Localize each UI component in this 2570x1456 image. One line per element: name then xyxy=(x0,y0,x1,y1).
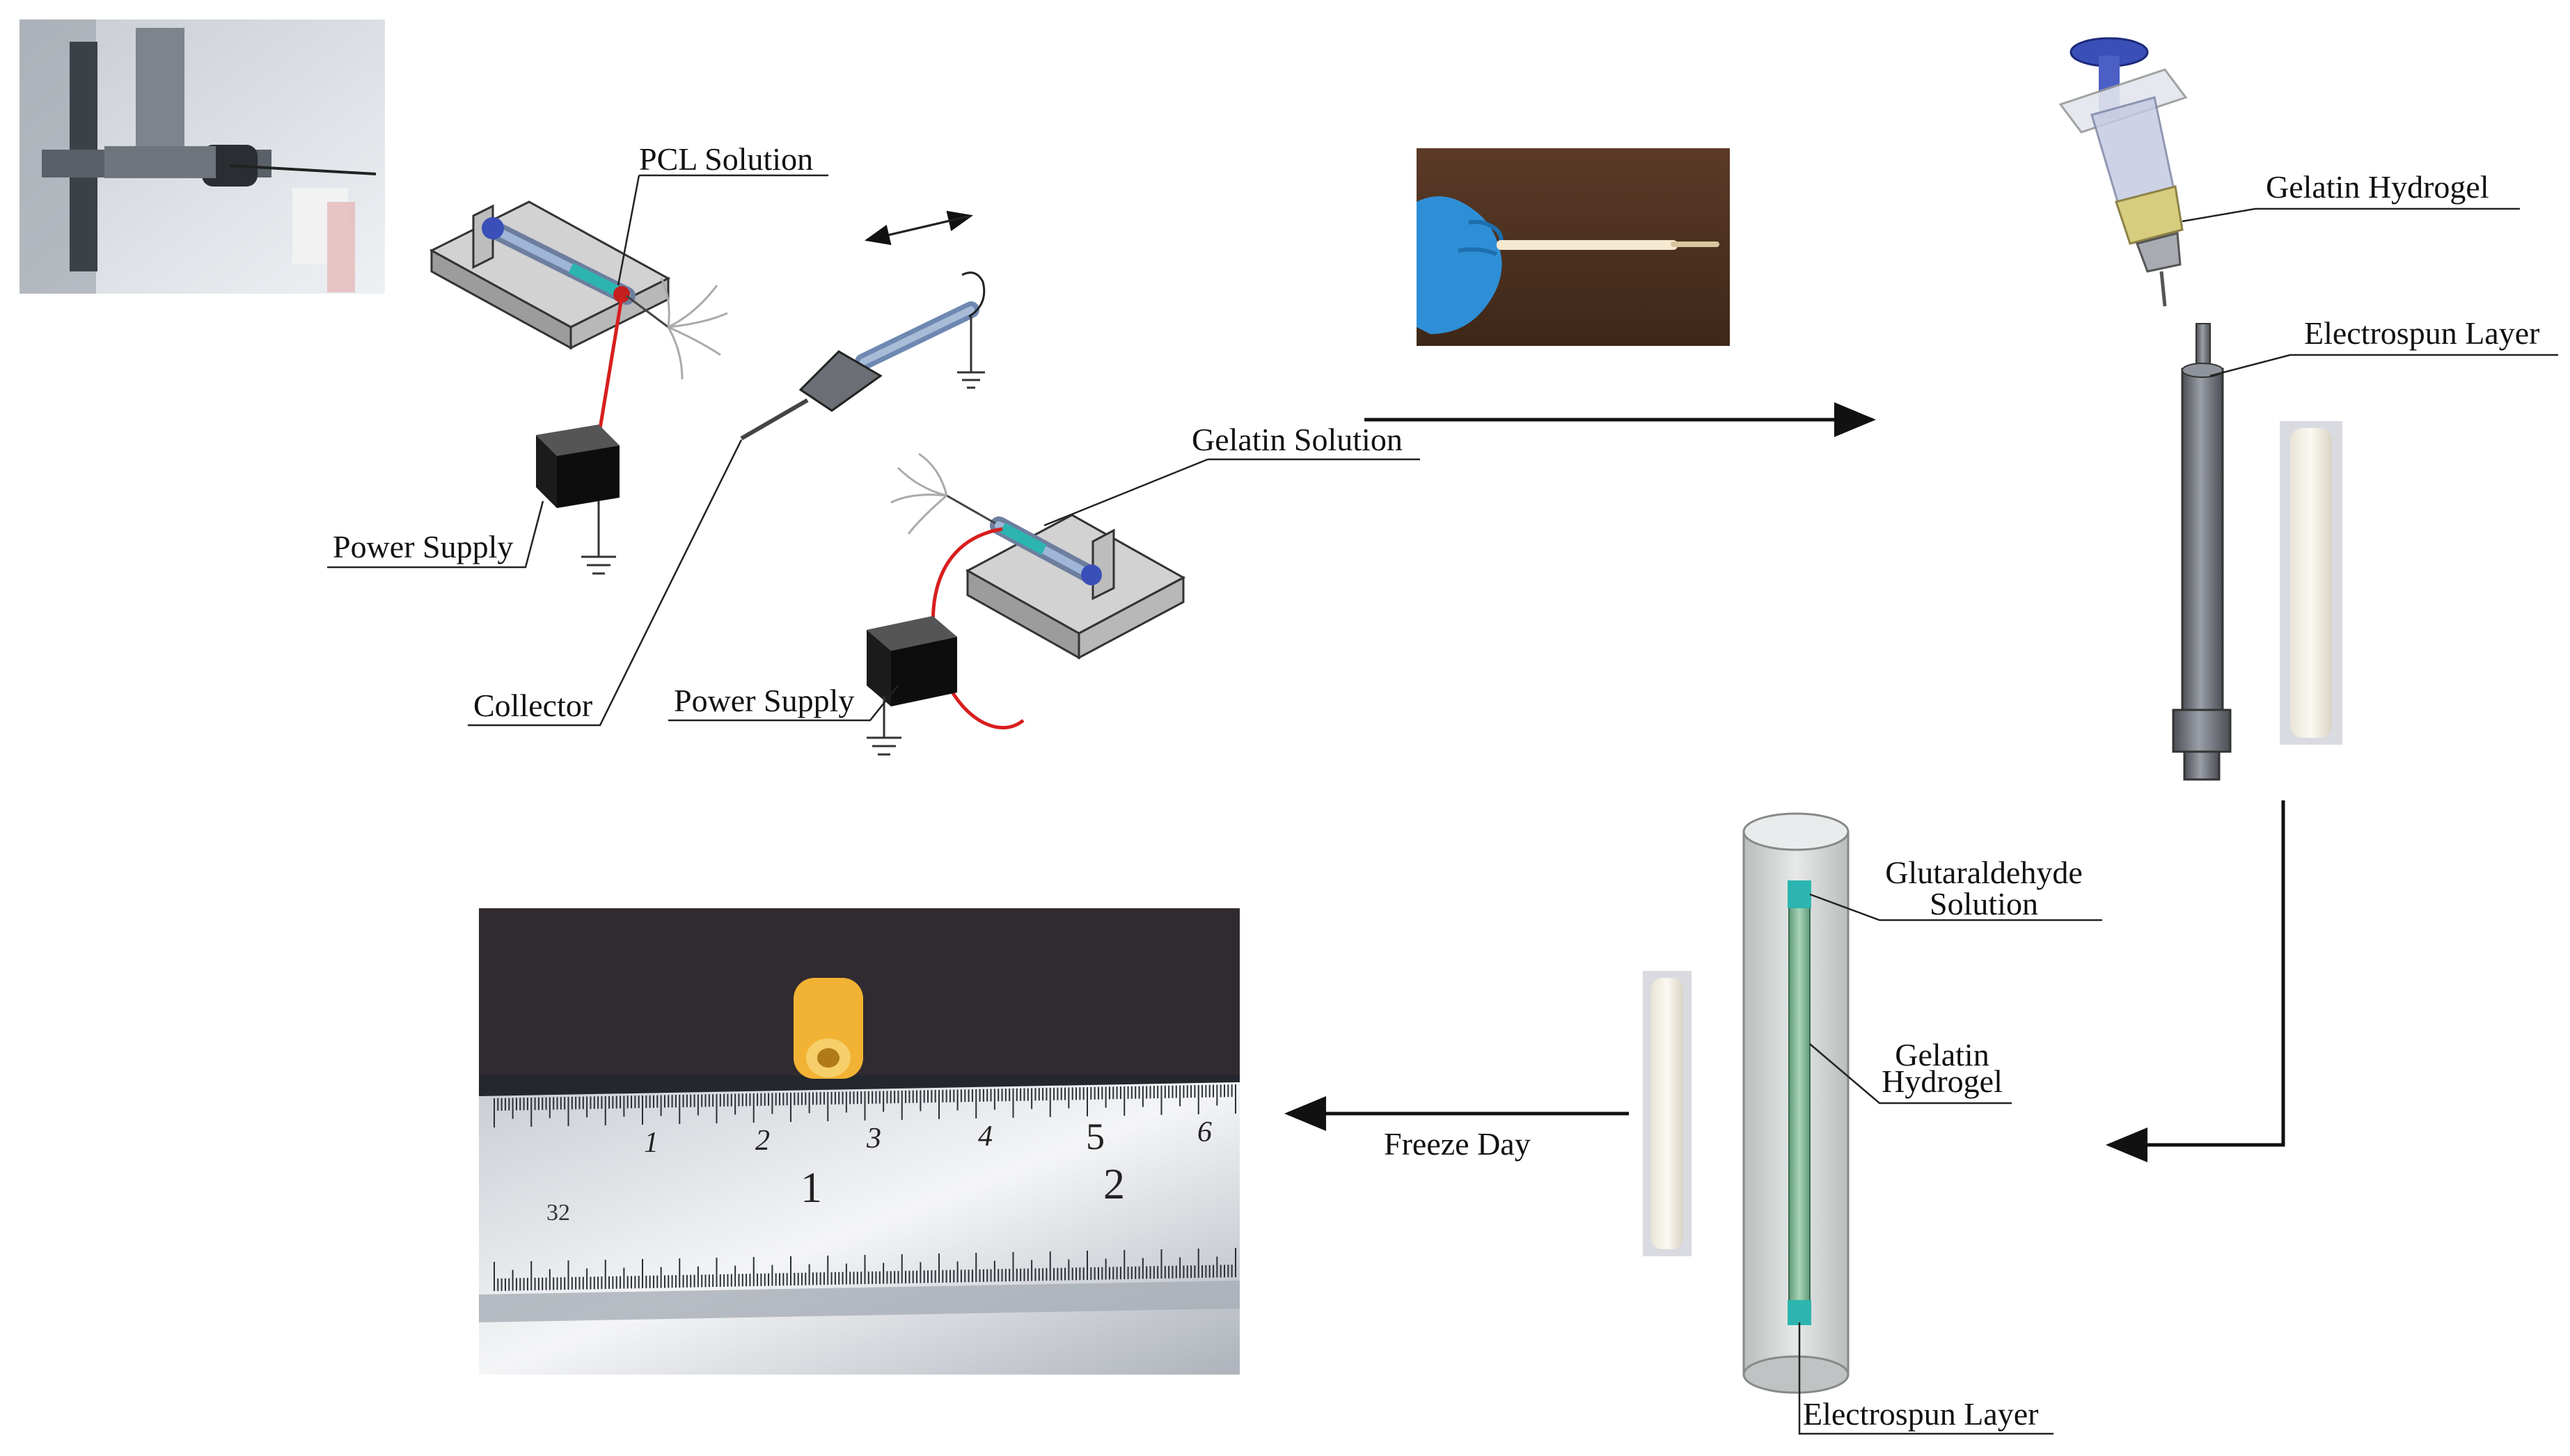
final-scaffold-photo xyxy=(479,908,1240,1375)
ruler-inch-2: 2 xyxy=(1103,1161,1125,1208)
pcl-syringe-pump xyxy=(429,200,728,380)
ruler-inch-1: 1 xyxy=(801,1164,822,1212)
crosslinked-tube-photo xyxy=(1643,971,1692,1256)
left-leader-lines xyxy=(327,174,1420,727)
ruler-cm-2: 2 xyxy=(755,1125,770,1157)
ruler-cm-3: 3 xyxy=(867,1123,881,1155)
label-electrospun-layer-bottom: Electrospun Layer xyxy=(1803,1396,2039,1432)
right-power-supply xyxy=(867,616,957,756)
ruler-cm-1: 1 xyxy=(644,1127,659,1159)
electrospun-tube-photo-top xyxy=(2280,421,2342,745)
label-gelatin-hydrogel-mid-line1: Gelatin xyxy=(1895,1037,1989,1073)
arrow-to-crosslinking xyxy=(2106,800,2285,1162)
right-leader-lines xyxy=(2182,207,2558,377)
ruler-cm-5: 5 xyxy=(1086,1116,1105,1157)
label-collector: Collector xyxy=(473,688,593,723)
collector-assembly xyxy=(740,210,986,441)
label-freeze-day: Freeze Day xyxy=(1384,1126,1531,1162)
gelatin-syringe-pump xyxy=(890,452,1186,660)
label-pcl-solution: PCL Solution xyxy=(639,141,814,177)
label-gelatin-solution: Gelatin Solution xyxy=(1192,422,1403,457)
left-power-supply xyxy=(536,425,620,575)
scaffold-tube xyxy=(794,978,863,1079)
ruler-cm-4: 4 xyxy=(978,1121,993,1153)
glove-handling-photo xyxy=(1417,148,1730,346)
cylinder-leader-lines xyxy=(1798,893,2102,1435)
label-electrospun-layer-top: Electrospun Layer xyxy=(2304,315,2540,351)
hydrogel-syringe xyxy=(2058,37,2188,307)
crosslinking-cylinder xyxy=(1742,812,1850,1394)
label-glutaraldehyde-line1: Glutaraldehyde xyxy=(1885,855,2083,890)
mandrel-rod xyxy=(2172,323,2232,781)
left-lead-wire xyxy=(595,297,624,446)
label-power-supply-left: Power Supply xyxy=(333,529,514,564)
lab-setup-photo xyxy=(19,19,385,294)
label-glutaraldehyde-line2: Solution xyxy=(1930,886,2038,921)
ruler-ticks xyxy=(494,1084,1236,1291)
label-gelatin-hydrogel-mid-line2: Hydrogel xyxy=(1882,1063,2003,1099)
label-gelatin-hydrogel-top: Gelatin Hydrogel xyxy=(2266,169,2489,205)
ruler-side-mark: 32 xyxy=(546,1200,570,1226)
ruler-cm-6: 6 xyxy=(1197,1116,1212,1148)
label-power-supply-right: Power Supply xyxy=(674,683,855,718)
